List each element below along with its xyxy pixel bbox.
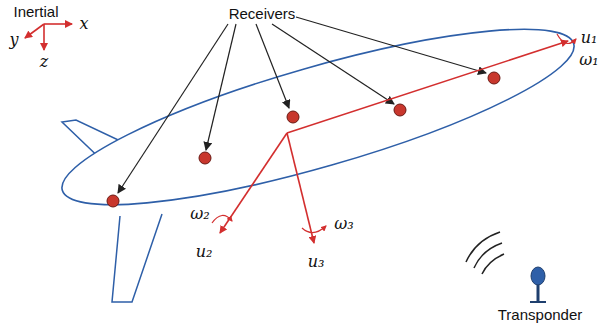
signal-waves [466,232,504,274]
axis-label: y [9,32,18,48]
axis-label: x [79,16,88,32]
transponder-icon [530,267,546,302]
axis-label: z [40,54,48,70]
body-axes [220,41,568,243]
fuselage [49,0,588,238]
receiver-leaders [118,17,486,193]
inertial-axes [25,24,72,50]
inertial-label: Inertial [13,4,58,19]
rotation-label: ω₃ [334,216,353,232]
receiver-dots [107,72,500,207]
rotation-label: ω₂ [190,206,209,222]
axis-label: u₃ [308,254,325,270]
axis-label: u₁ [581,30,598,46]
rotation-label: ω₁ [579,52,598,68]
receivers-label: Receivers [229,6,296,21]
axis-label: u₂ [196,244,213,260]
transponder-label: Transponder [498,307,583,322]
rotation-arcs [212,34,576,233]
